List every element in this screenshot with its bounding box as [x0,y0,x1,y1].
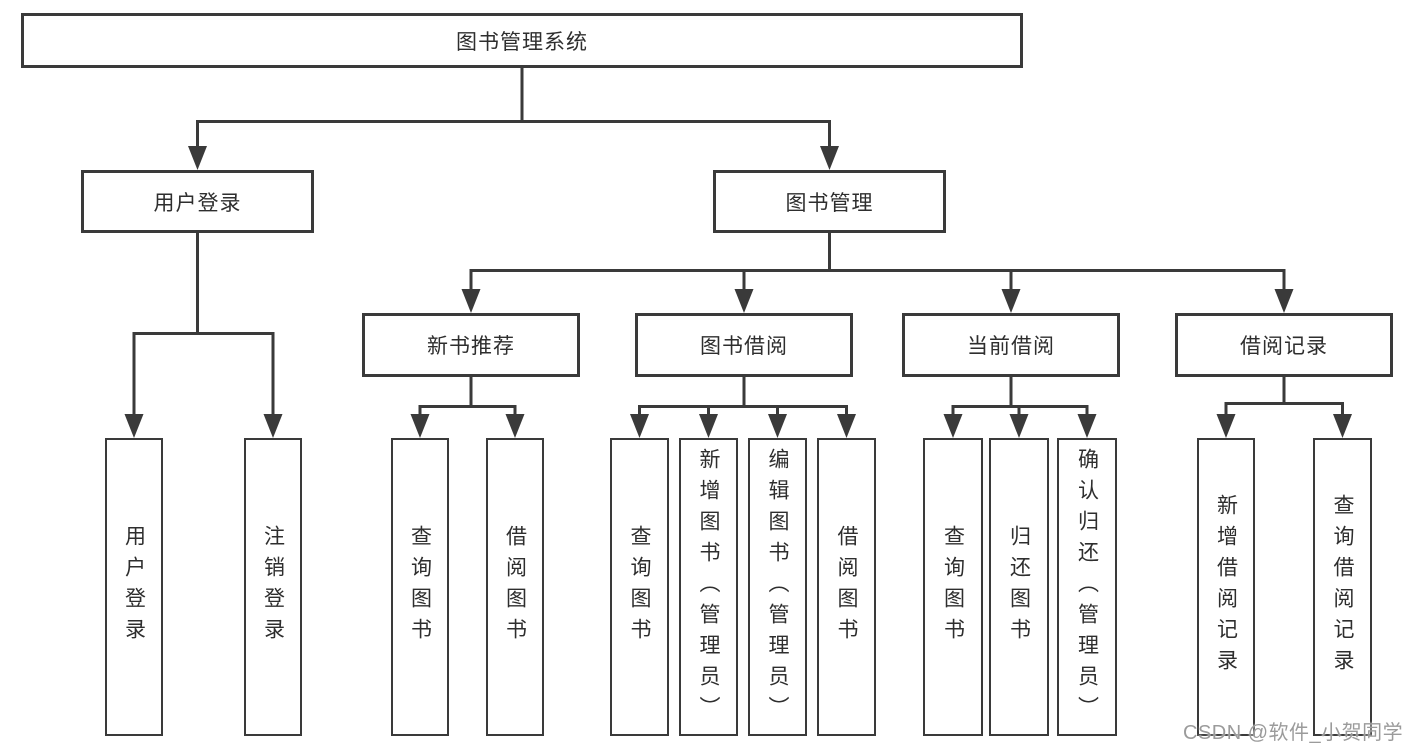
node-book-management: 图书管理 [713,170,946,233]
leaf-current-return-books-label: 归还图书 [1007,525,1031,649]
leaf-current-confirm-return-admin-label: 确认归还（管理员） [1075,447,1099,727]
leaf-user-login-label: 用户登录 [122,525,146,649]
node-root-system: 图书管理系统 [21,13,1023,68]
leaf-records-query-record: 查询借阅记录 [1313,438,1372,736]
leaf-logout: 注销登录 [244,438,302,736]
leaf-borrow-borrow-books: 借阅图书 [817,438,876,736]
leaf-newbooks-query-books-label: 查询图书 [408,525,432,649]
node-user-login: 用户登录 [81,170,314,233]
leaf-borrow-edit-books-admin: 编辑图书（管理员） [748,438,807,736]
node-borrow-records: 借阅记录 [1175,313,1393,377]
node-book-borrow: 图书借阅 [635,313,853,377]
leaf-borrow-borrow-books-label: 借阅图书 [835,525,858,649]
leaf-newbooks-borrow-books: 借阅图书 [486,438,544,736]
node-new-book-recommend: 新书推荐 [362,313,580,377]
node-current-borrow: 当前借阅 [902,313,1120,377]
leaf-current-query-books: 查询图书 [923,438,983,736]
leaf-records-add-record: 新增借阅记录 [1197,438,1255,736]
leaf-borrow-add-books-admin-label: 新增图书（管理员） [697,447,720,727]
leaf-records-query-record-label: 查询借阅记录 [1331,494,1354,680]
arrowheads [124,146,1352,438]
leaf-borrow-add-books-admin: 新增图书（管理员） [679,438,738,736]
leaf-borrow-query-books-label: 查询图书 [628,525,651,649]
leaf-newbooks-borrow-books-label: 借阅图书 [503,525,527,649]
leaf-borrow-query-books: 查询图书 [610,438,669,736]
leaf-current-confirm-return-admin: 确认归还（管理员） [1057,438,1117,736]
csdn-watermark: CSDN @软件_小贺同学 [1183,722,1404,744]
leaf-current-query-books-label: 查询图书 [941,525,965,649]
leaf-borrow-edit-books-admin-label: 编辑图书（管理员） [766,447,789,727]
leaf-newbooks-query-books: 查询图书 [391,438,449,736]
leaf-user-login: 用户登录 [105,438,163,736]
leaf-records-add-record-label: 新增借阅记录 [1214,494,1238,680]
leaf-current-return-books: 归还图书 [989,438,1049,736]
leaf-logout-label: 注销登录 [261,525,285,649]
